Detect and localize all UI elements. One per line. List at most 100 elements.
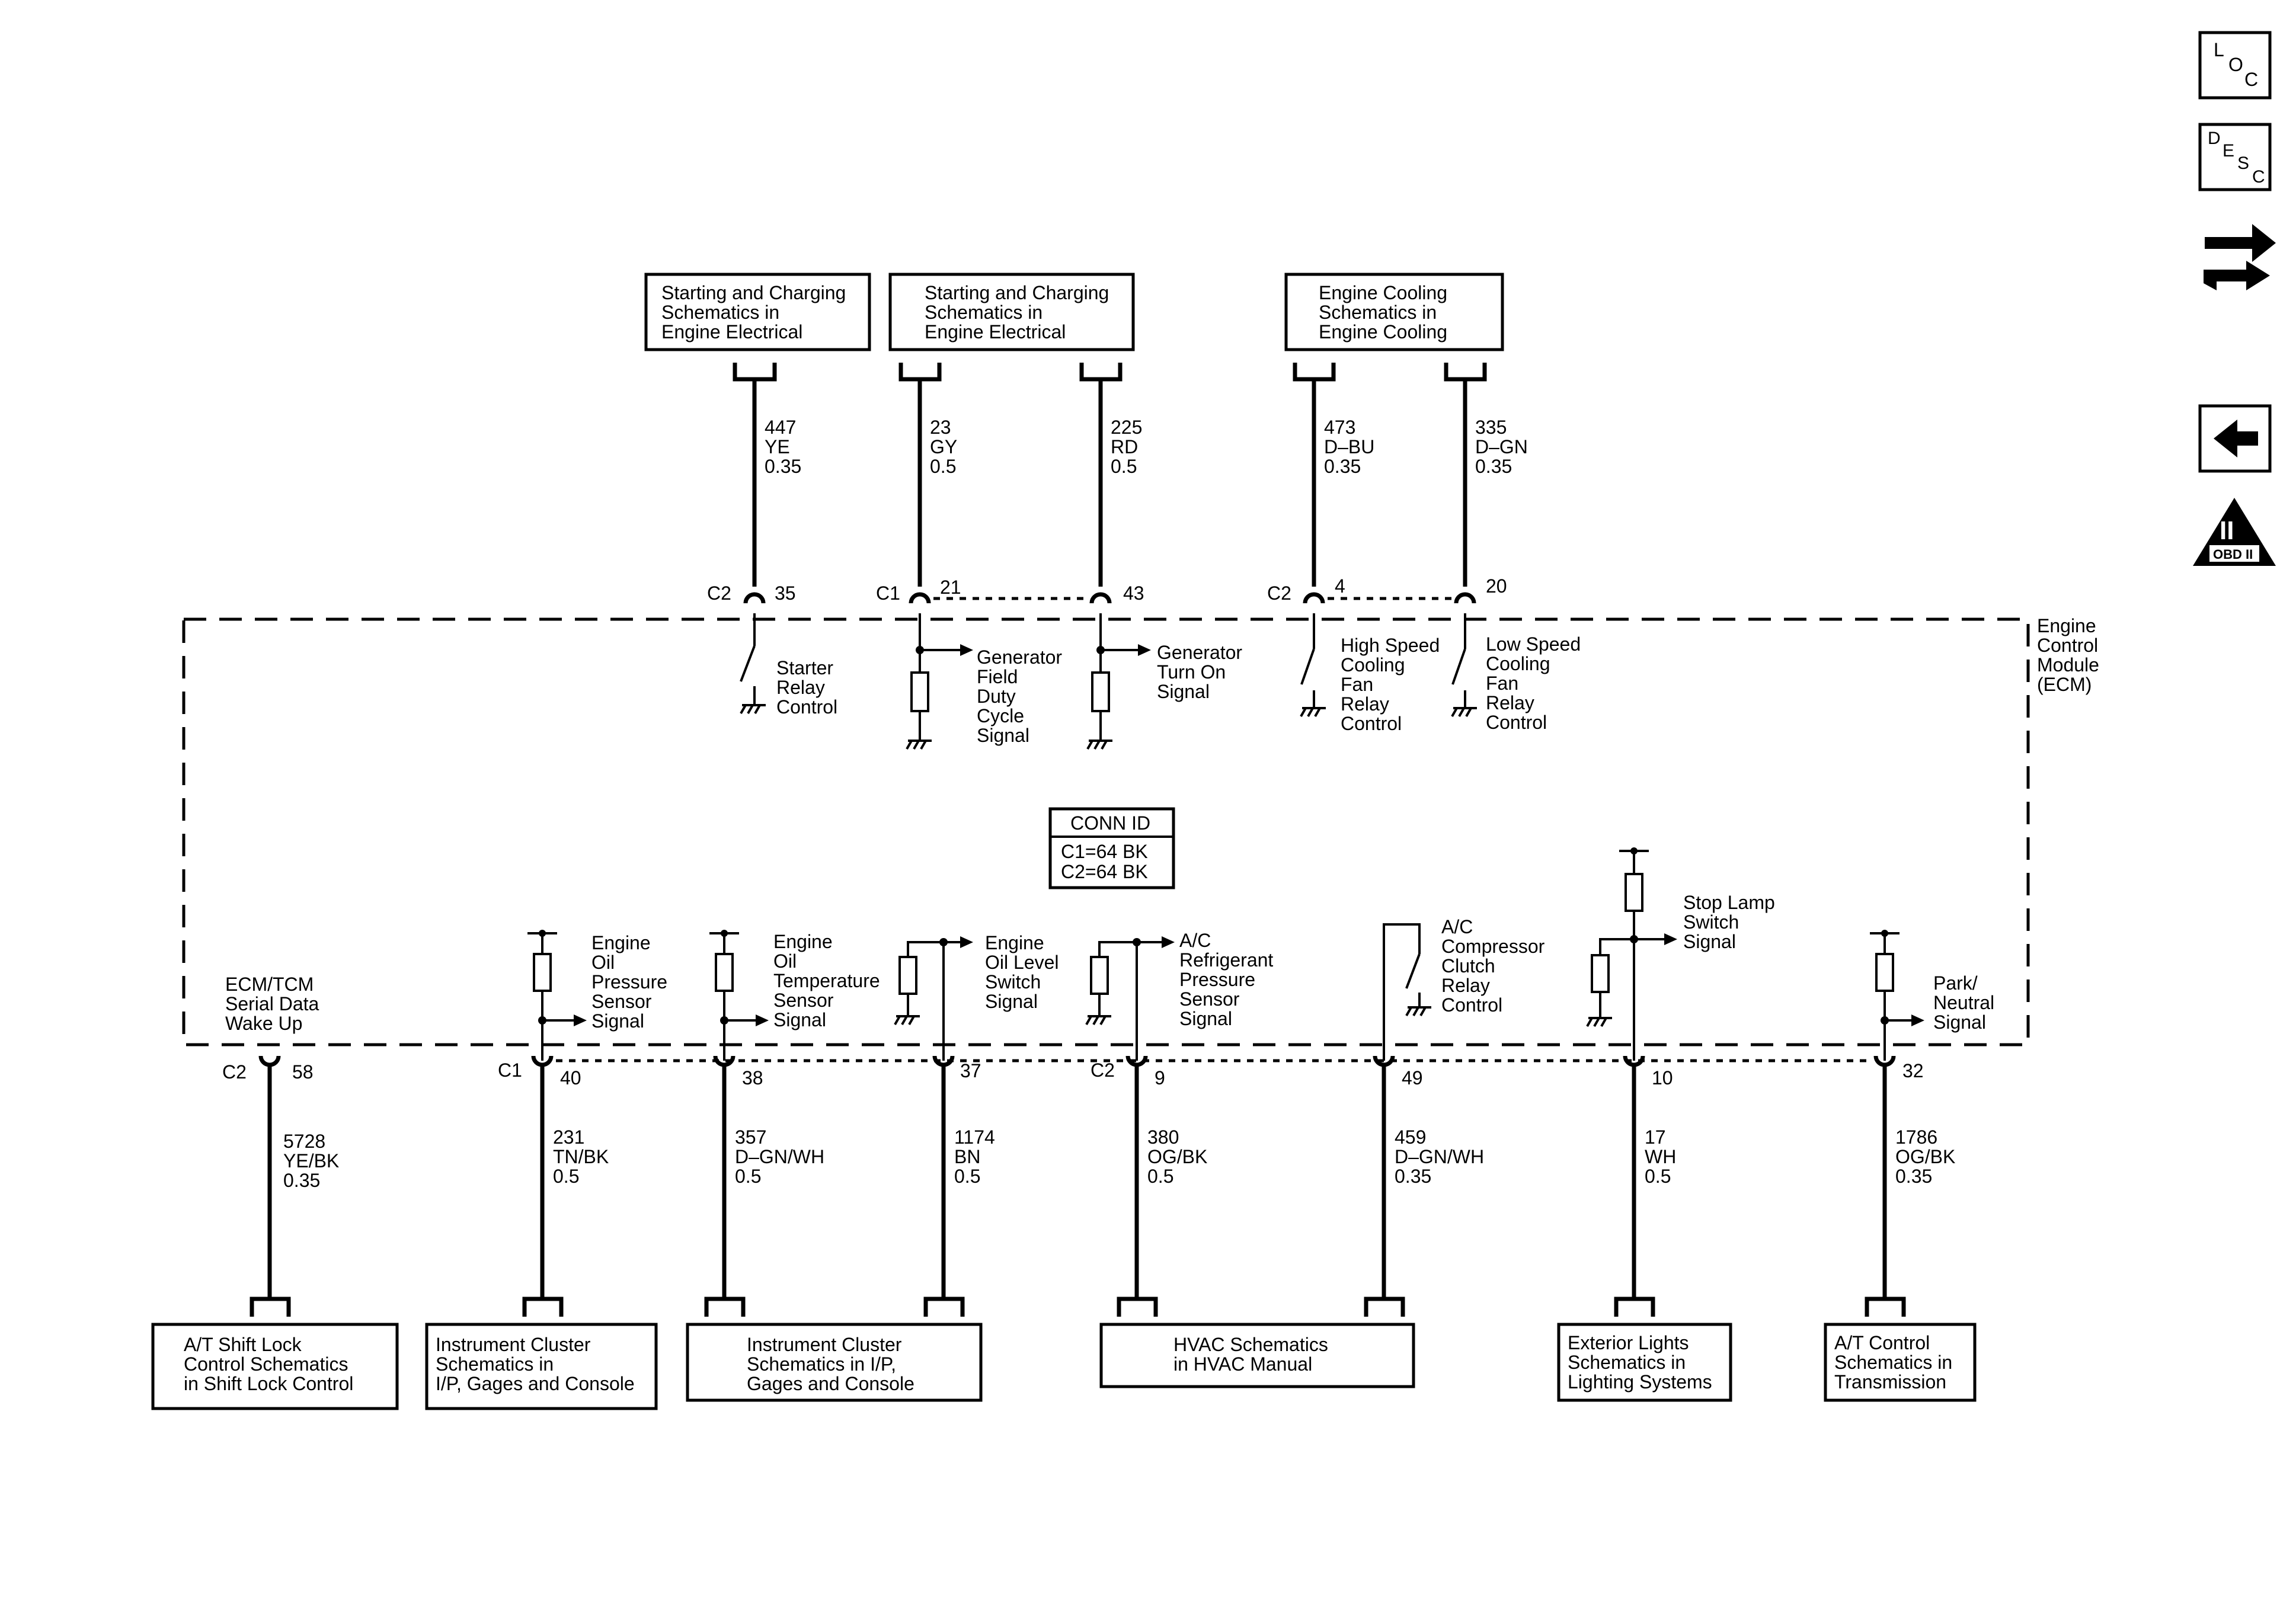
svg-text:YE: YE [765, 436, 790, 457]
svg-text:A/C: A/C [1441, 916, 1473, 937]
svg-text:43: 43 [1123, 582, 1144, 604]
svg-text:0.5: 0.5 [930, 456, 956, 477]
svg-text:(ECM): (ECM) [2037, 674, 2092, 695]
svg-text:Fan: Fan [1341, 674, 1373, 695]
bottom-connector-pins [258, 1055, 1896, 1067]
svg-text:Signal: Signal [977, 725, 1029, 746]
high-speed-fan-switch [1300, 613, 1326, 717]
generator-turn-on-label: Generator Turn On Signal [1157, 642, 1242, 702]
svg-text:0.35: 0.35 [1475, 456, 1512, 477]
bottom-pin-labels: C2 58 C1 40 38 37 C2 9 49 10 32 [222, 1060, 1924, 1089]
svg-text:Control: Control [1441, 994, 1502, 1016]
high-speed-fan-label: High Speed Cooling Fan Relay Control [1341, 635, 1440, 734]
svg-text:Schematics in: Schematics in [925, 302, 1043, 323]
svg-text:Field: Field [977, 666, 1018, 687]
svg-text:S: S [2237, 153, 2249, 173]
svg-text:Control: Control [2037, 635, 2098, 656]
wire-label-17: 17 WH 0.5 [1645, 1126, 1676, 1187]
svg-text:225: 225 [1111, 417, 1142, 438]
back-arrow-icon[interactable] [2198, 404, 2272, 473]
ecm-tcm-wakeup-label: ECM/TCM Serial Data Wake Up [225, 974, 319, 1034]
svg-text:Temperature: Temperature [773, 970, 880, 991]
svg-text:Engine Cooling: Engine Cooling [1319, 321, 1447, 343]
svg-text:Exterior Lights: Exterior Lights [1568, 1332, 1689, 1353]
ref-box-starting-charging-2[interactable]: Starting and Charging Schematics in Engi… [888, 273, 1135, 351]
svg-text:Engine Electrical: Engine Electrical [925, 321, 1066, 343]
ref-box-engine-cooling[interactable]: Engine Cooling Schematics in Engine Cool… [1284, 273, 1504, 351]
svg-text:380: 380 [1147, 1126, 1179, 1148]
svg-text:D–GN/WH: D–GN/WH [735, 1146, 824, 1167]
svg-text:0.35: 0.35 [1395, 1166, 1431, 1187]
svg-text:Sensor: Sensor [591, 991, 652, 1012]
svg-text:459: 459 [1395, 1126, 1426, 1148]
svg-text:Generator: Generator [977, 646, 1062, 668]
svg-text:Schematics in: Schematics in [1319, 302, 1437, 323]
svg-text:Pressure: Pressure [1179, 969, 1255, 990]
wire-label-225: 225 RD 0.5 [1111, 417, 1142, 477]
svg-text:C: C [2252, 167, 2265, 187]
stop-lamp-label: Stop Lamp Switch Signal [1683, 892, 1775, 952]
svg-text:Signal: Signal [1157, 681, 1210, 702]
svg-text:Engine: Engine [2037, 615, 2096, 636]
svg-text:Schematics in: Schematics in [661, 302, 779, 323]
wire-label-447: 447 YE 0.35 [765, 417, 801, 477]
obd-ii-icon[interactable]: II OBD II [2193, 498, 2276, 566]
svg-text:C2: C2 [1267, 582, 1291, 604]
wire-label-1786: 1786 OG/BK 0.35 [1895, 1126, 1955, 1187]
wire-label-23: 23 GY 0.5 [930, 417, 957, 477]
ref-box-at-control[interactable]: A/T Control Schematics in Transmission [1824, 1323, 1977, 1402]
ref-box-starting-charging-1[interactable]: Starting and Charging Schematics in Engi… [644, 273, 871, 351]
low-speed-fan-label: Low Speed Cooling Fan Relay Control [1486, 633, 1581, 733]
svg-text:A/T Shift Lock: A/T Shift Lock [184, 1334, 302, 1355]
loc-icon[interactable]: L O C [2198, 31, 2272, 100]
svg-text:Pressure: Pressure [591, 971, 667, 993]
svg-text:BN: BN [954, 1146, 980, 1167]
desc-icon[interactable]: D E S C [2198, 123, 2272, 191]
ref-box-hvac[interactable]: HVAC Schematics in HVAC Manual [1099, 1323, 1415, 1388]
conn-id-box: CONN ID C1=64 BK C2=64 BK [1048, 807, 1175, 889]
svg-text:Lighting Systems: Lighting Systems [1568, 1371, 1712, 1393]
svg-text:Schematics in: Schematics in [1834, 1352, 1952, 1373]
svg-text:Gages and Console: Gages and Console [747, 1373, 914, 1394]
ref-box-instrument-cluster-1[interactable]: Instrument Cluster Schematics in I/P, Ga… [425, 1323, 658, 1410]
oil-temperature-label: Engine Oil Temperature Sensor Signal [773, 931, 880, 1030]
svg-text:Sensor: Sensor [773, 990, 834, 1011]
svg-text:D–BU: D–BU [1324, 436, 1374, 457]
svg-text:231: 231 [553, 1126, 584, 1148]
svg-text:49: 49 [1402, 1067, 1423, 1089]
park-neutral-circuit [1870, 930, 1924, 1061]
svg-text:38: 38 [742, 1067, 763, 1089]
svg-text:Starting and Charging: Starting and Charging [661, 282, 846, 303]
svg-text:473: 473 [1324, 417, 1355, 438]
svg-text:Switch: Switch [985, 971, 1041, 993]
svg-text:CONN ID: CONN ID [1070, 812, 1150, 834]
ac-pressure-label: A/C Refrigerant Pressure Sensor Signal [1179, 930, 1273, 1029]
oil-level-circuit [894, 936, 973, 1061]
svg-text:II: II [2220, 516, 2234, 545]
top-wires [752, 379, 1467, 587]
svg-text:Refrigerant: Refrigerant [1179, 949, 1273, 971]
connector-flow-icon[interactable] [2204, 224, 2276, 290]
svg-text:Signal: Signal [773, 1009, 826, 1030]
svg-text:C2: C2 [1091, 1060, 1115, 1081]
svg-text:Control: Control [776, 696, 837, 718]
bottom-terminal-brackets [250, 1297, 1906, 1317]
svg-text:Signal: Signal [1179, 1008, 1232, 1029]
svg-text:OG/BK: OG/BK [1895, 1146, 1955, 1167]
svg-text:1786: 1786 [1895, 1126, 1937, 1148]
starter-relay-switch [740, 613, 766, 714]
svg-text:Cycle: Cycle [977, 705, 1024, 726]
svg-text:447: 447 [765, 417, 796, 438]
svg-text:A/T Control: A/T Control [1834, 1332, 1930, 1353]
svg-text:Signal: Signal [985, 991, 1038, 1012]
svg-text:YE/BK: YE/BK [283, 1150, 339, 1172]
ref-box-shift-lock[interactable]: A/T Shift Lock Control Schematics in Shi… [151, 1323, 399, 1410]
svg-text:Park/: Park/ [1933, 972, 1978, 994]
svg-text:C2: C2 [222, 1061, 247, 1083]
ref-box-exterior-lights[interactable]: Exterior Lights Schematics in Lighting S… [1557, 1323, 1732, 1402]
top-pin-labels: C2 35 C1 21 43 C2 4 20 [707, 575, 1507, 604]
ref-box-instrument-cluster-2[interactable]: Instrument Cluster Schematics in I/P, Ga… [686, 1323, 983, 1402]
svg-text:0.5: 0.5 [1111, 456, 1137, 477]
svg-text:1174: 1174 [954, 1126, 995, 1148]
svg-text:Duty: Duty [977, 686, 1016, 707]
